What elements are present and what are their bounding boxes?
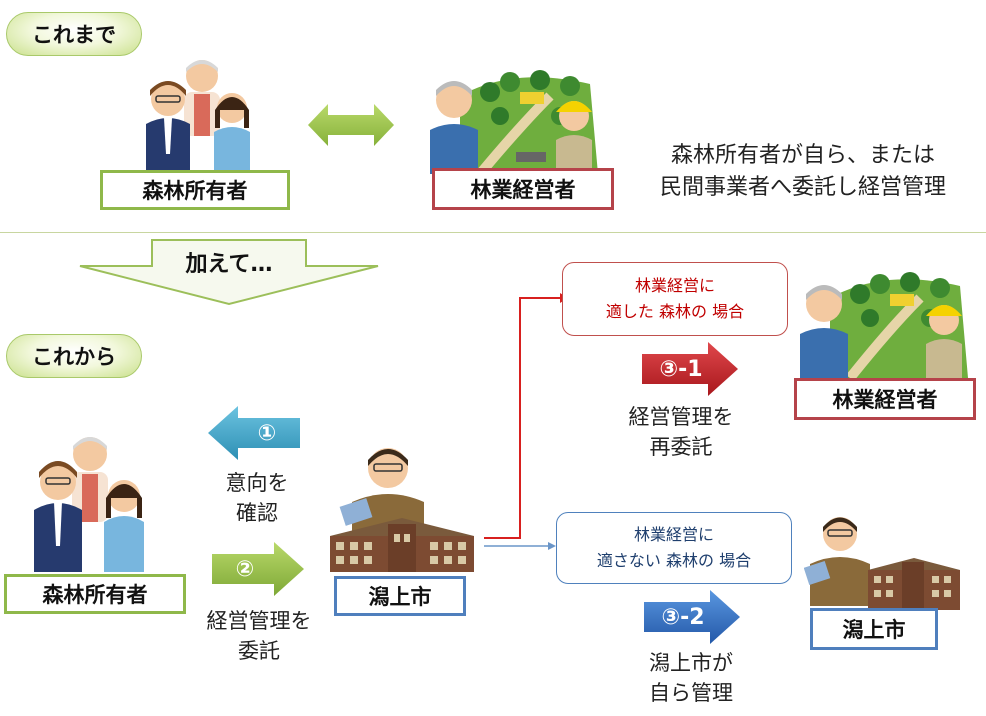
after-city-text2: 潟上市 xyxy=(842,618,906,642)
city-official-icon xyxy=(330,448,474,572)
step1-text-line2: 確認 xyxy=(236,501,278,525)
city-hall-building-icon xyxy=(330,518,474,572)
step32-text-line1: 潟上市が xyxy=(649,651,733,675)
step1-text: 意向を 確認 xyxy=(206,468,308,528)
before-owner-text: 森林所有者 xyxy=(142,179,248,203)
step2-badge: ② xyxy=(235,556,255,582)
step32-arrow-icon xyxy=(644,590,740,644)
double-arrow-icon xyxy=(308,104,394,146)
step32-badge: ③-2 xyxy=(661,604,705,630)
after-owner-text: 森林所有者 xyxy=(42,583,148,607)
header-before-text: これまで xyxy=(32,23,116,47)
transition-label: 加えて… xyxy=(185,252,273,277)
family-people-icon xyxy=(146,60,250,172)
after-operator-label: 林業経営者 xyxy=(794,378,976,420)
before-operator-label: 林業経営者 xyxy=(432,168,614,210)
step1-badge: ① xyxy=(257,420,277,446)
before-owner-label: 森林所有者 xyxy=(100,170,290,210)
suitable-callout-line2: 適した 森林の 場合 xyxy=(605,302,745,321)
header-after-pill: これから xyxy=(6,334,142,378)
header-after-text: これから xyxy=(32,345,116,369)
step31-arrow-icon xyxy=(642,342,738,396)
after-city-label: 潟上市 xyxy=(334,576,466,616)
unsuitable-forest-callout: 林業経営に 適さない 森林の 場合 xyxy=(556,512,792,584)
unsuitable-callout-line1: 林業経営に xyxy=(633,525,714,544)
step32-text: 潟上市が 自ら管理 xyxy=(616,648,766,708)
before-description-line2: 民間事業者へ委託し経営管理 xyxy=(659,175,946,200)
before-operator-text: 林業経営者 xyxy=(470,178,576,202)
step31-badge: ③-1 xyxy=(659,356,703,382)
forestry-workers-icon xyxy=(430,70,598,174)
suitable-forest-callout: 林業経営に 適した 森林の 場合 xyxy=(562,262,788,336)
unsuitable-callout-line2: 適さない 森林の 場合 xyxy=(596,551,752,570)
city-official-icon-bottom xyxy=(804,517,960,610)
step2-arrow-icon xyxy=(212,542,304,596)
after-owner-label: 森林所有者 xyxy=(4,574,186,614)
suitable-callout-line1: 林業経営に xyxy=(634,276,715,295)
step1-arrow-icon xyxy=(208,406,300,460)
step2-text: 経営管理を 委託 xyxy=(186,606,332,666)
step31-text-line1: 経営管理を xyxy=(628,405,734,429)
before-description-line1: 森林所有者が自ら、または xyxy=(670,143,935,168)
step2-text-line1: 経営管理を xyxy=(206,609,312,633)
after-city-text: 潟上市 xyxy=(368,585,432,609)
after-operator-text: 林業経営者 xyxy=(832,388,938,412)
forestry-workers-icon-bottom xyxy=(800,272,968,378)
step1-text-line1: 意向を xyxy=(225,471,289,495)
before-description: 森林所有者が自ら、または 民間事業者へ委託し経営管理 xyxy=(630,140,976,204)
section-divider xyxy=(0,232,986,233)
step31-text: 経営管理を 再委託 xyxy=(606,402,756,462)
step2-text-line2: 委託 xyxy=(238,639,280,663)
step31-text-line2: 再委託 xyxy=(649,435,713,459)
after-city-label2: 潟上市 xyxy=(810,608,938,650)
transition-down-arrow xyxy=(79,239,379,306)
family-people-icon-bottom xyxy=(34,437,144,572)
header-before-pill: これまで xyxy=(6,12,142,56)
step32-text-line2: 自ら管理 xyxy=(649,681,733,705)
